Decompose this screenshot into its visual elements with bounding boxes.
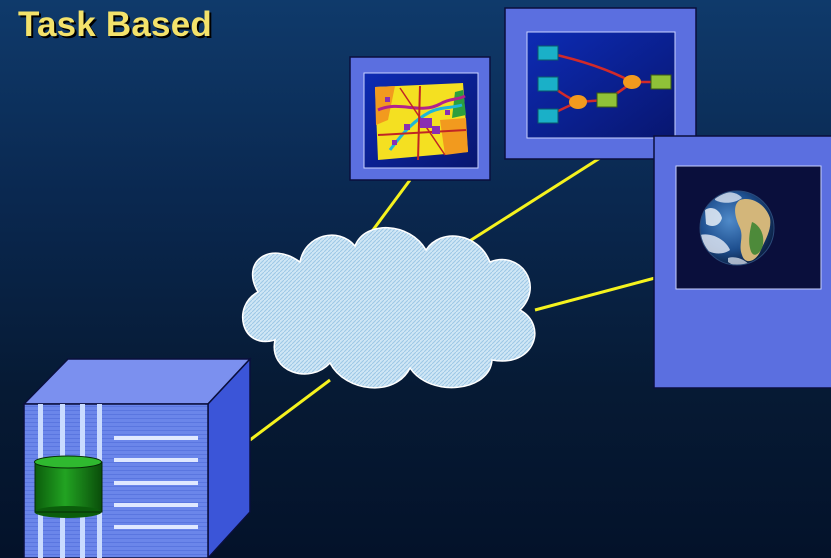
map-window: [349, 56, 491, 181]
database-icon: [34, 455, 103, 518]
slide-title: Task Based: [18, 5, 212, 44]
server-icon: [22, 357, 252, 558]
connector-lines: [249, 156, 656, 442]
server-drive-bays: [114, 436, 198, 529]
connector-network: [467, 156, 601, 244]
network-diagram-icon: [537, 45, 672, 124]
connector-globe: [534, 276, 656, 312]
globe-window: [653, 135, 831, 389]
network-window: [504, 7, 697, 160]
connector-map: [368, 179, 412, 235]
globe-icon: [699, 190, 775, 266]
connector-server: [249, 378, 331, 442]
cloud-network-icon: [242, 226, 536, 389]
map-icon: [375, 83, 468, 161]
